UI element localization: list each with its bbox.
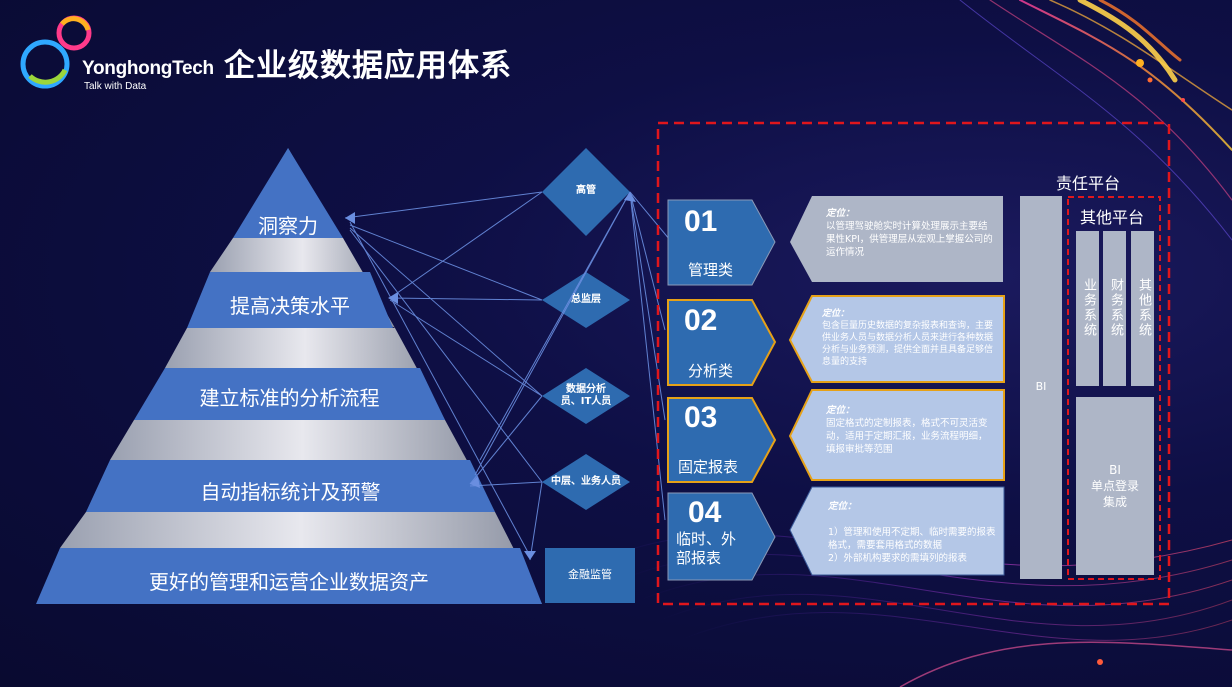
other-platform-title: 其他平台 <box>1080 208 1145 227</box>
system-panel-1 <box>1076 231 1099 386</box>
card-1-number: 01 <box>684 205 718 238</box>
pyramid-label-insight: 洞察力 <box>258 214 318 238</box>
system-finance: 财务系统 <box>1108 278 1123 338</box>
responsibility-platform-title: 责任平台 <box>1056 174 1121 193</box>
pyramid-tiers <box>36 148 542 604</box>
system-panel-3 <box>1131 231 1154 386</box>
other-platform-frame <box>1067 196 1161 580</box>
pyramid-label-asset: 更好的管理和运营企业数据资产 <box>149 570 429 594</box>
card-1-desc: 定位： 以管理驾驶舱实时计算处理展示主要结果性KPI，供管理层从宏观上掌握公司的… <box>826 208 993 258</box>
card-3-desc: 定位： 固定格式的定制报表，格式不可灵活变动，适用于定期汇报，业务流程明细，填报… <box>826 405 988 455</box>
role-director: 总监层 <box>571 294 601 305</box>
logo-name: YonghongTech <box>82 58 214 79</box>
pyramid-label-process: 建立标准的分析流程 <box>199 386 380 410</box>
system-other: 其他系统 <box>1136 278 1151 338</box>
pyramid-label-decision: 提高决策水平 <box>230 294 350 318</box>
arrowheads <box>345 192 636 560</box>
card-3-number: 03 <box>684 401 718 434</box>
role-analyst: 数据分析员、IT人员 <box>560 384 612 407</box>
sso-panel <box>1076 397 1154 575</box>
sso-label: BI 单点登录 集成 <box>1090 463 1139 509</box>
logo-icon <box>20 15 92 89</box>
card-4-name: 临时、外部报表 <box>676 530 737 567</box>
card-1-name: 管理类 <box>688 261 734 279</box>
card-3-name: 固定报表 <box>678 458 739 476</box>
card-4-desc: 定位： 1）管理和使用不定期、临时需要的报表格式，需要套用格式的数据 2）外部机… <box>828 501 996 564</box>
role-executive: 高管 <box>576 185 596 196</box>
role-staff: 中层、业务人员 <box>551 476 621 487</box>
bi-panel <box>1020 196 1062 579</box>
page-title: 企业级数据应用体系 <box>224 48 512 84</box>
card-2-desc: 定位： 包含巨量历史数据的复杂报表和查询，主要供业务人员与数据分析人员来进行各种… <box>822 309 994 367</box>
pyramid-label-alert: 自动指标统计及预警 <box>200 480 381 504</box>
role-finance-regulator: 金融监管 <box>568 568 612 581</box>
logo-tagline: Talk with Data <box>84 81 147 92</box>
card-2-number: 02 <box>684 304 718 337</box>
bi-label: BI <box>1035 380 1047 393</box>
card-shapes <box>667 196 1005 581</box>
system-business: 业务系统 <box>1081 278 1096 338</box>
system-panel-2 <box>1103 231 1126 386</box>
card-4-number: 04 <box>688 496 722 529</box>
finance-box <box>545 548 635 603</box>
connector-lines <box>344 191 671 561</box>
role-diamonds <box>542 148 630 510</box>
card-2-name: 分析类 <box>688 362 734 380</box>
